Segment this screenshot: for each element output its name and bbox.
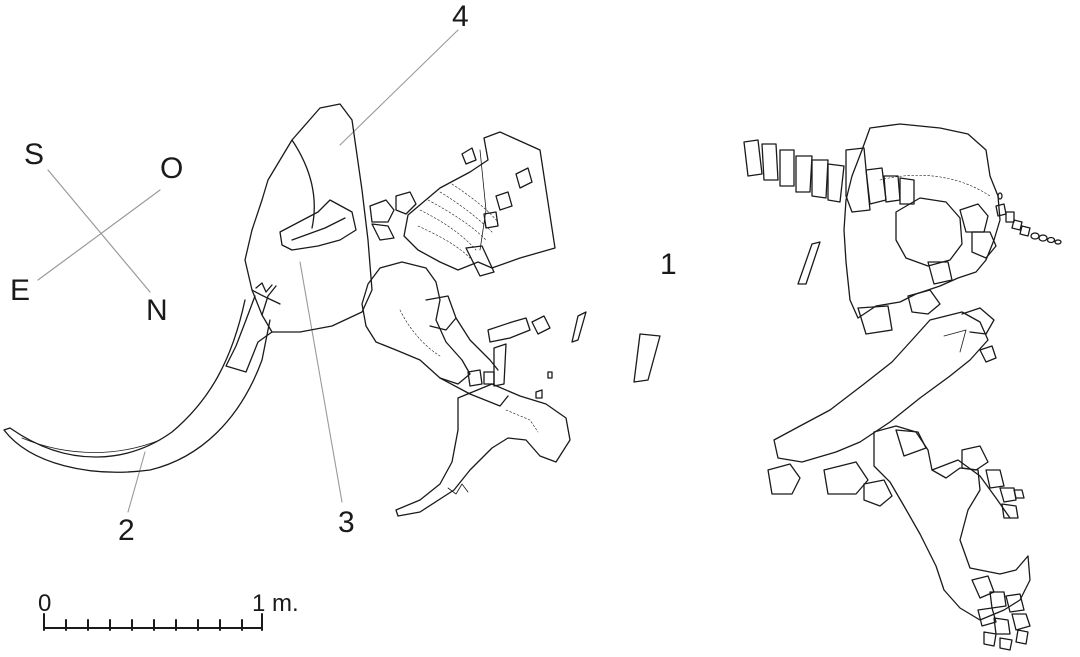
label-2: 2 xyxy=(118,514,135,547)
scale-start-label: 0 xyxy=(38,590,52,617)
tail-vertebrae xyxy=(995,192,1062,245)
leader-line-4 xyxy=(339,29,459,146)
compass-east-label: E xyxy=(10,274,31,307)
label-4: 4 xyxy=(452,0,469,33)
compass-lines xyxy=(37,169,161,293)
vertebral-column xyxy=(743,139,915,213)
scale-bar xyxy=(43,613,263,631)
hindlimb xyxy=(767,241,1031,651)
pelvis xyxy=(843,123,1001,335)
label-1: 1 xyxy=(660,248,677,281)
scale-end-label: 1 m. xyxy=(252,590,299,617)
label-3: 3 xyxy=(338,506,355,539)
compass-line-o-e xyxy=(37,189,161,281)
leader-line-3 xyxy=(299,261,343,503)
leader-lines xyxy=(127,29,459,513)
compass-west-label: O xyxy=(160,152,184,185)
skull xyxy=(225,103,373,373)
compass-south-label: S xyxy=(24,138,45,171)
compass-line-s-n xyxy=(47,169,151,293)
compass-north-label: N xyxy=(146,294,168,327)
scapula xyxy=(369,131,556,277)
leader-line-2 xyxy=(127,451,146,513)
forelimb-left xyxy=(361,261,661,517)
tusk xyxy=(3,299,271,473)
